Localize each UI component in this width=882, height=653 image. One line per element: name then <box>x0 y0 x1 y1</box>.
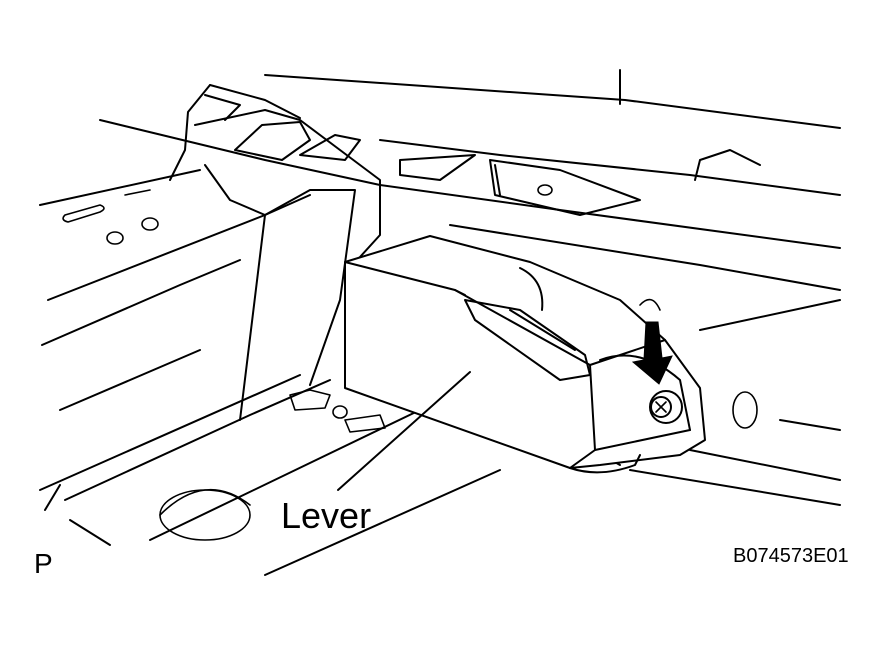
wedge-brackets <box>399 154 641 216</box>
down-arrow-icon <box>631 321 673 385</box>
view-marker: P <box>34 548 53 579</box>
figure-code: B074573E01 <box>733 545 849 567</box>
reinforcement-member <box>194 94 381 421</box>
lever-housing <box>344 235 706 474</box>
bolt-icon <box>649 390 683 424</box>
holes-and-slots <box>62 184 758 541</box>
part-label-lever: Lever <box>281 495 372 536</box>
lever-leader-line <box>337 371 471 491</box>
